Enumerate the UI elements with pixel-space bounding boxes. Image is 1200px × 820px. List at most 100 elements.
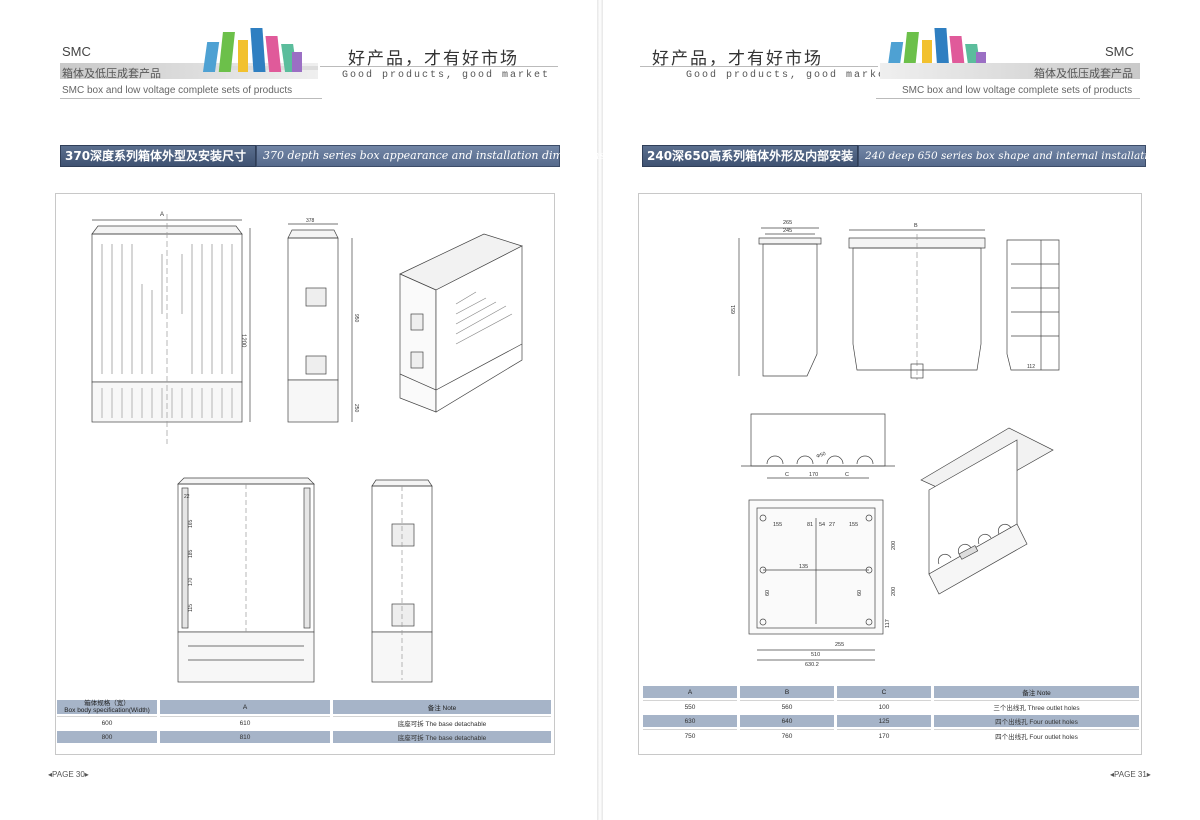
table-cell: 550 [643,700,737,713]
dim-651: 651 [731,305,737,314]
slogan-rule [320,66,558,67]
dim-255: 255 [835,642,844,648]
dim-a-label: A [160,212,164,218]
table-cell: 100 [837,700,931,713]
table-cell: 760 [740,729,834,742]
section-title-en: 240 deep 650 series box shape and intern… [858,145,1200,167]
city-logo-icon [198,28,318,72]
table-cell: 630 [643,715,737,727]
internal-side-view [371,479,433,683]
table-cell: 640 [740,715,834,727]
dim-265: 265 [783,220,792,226]
table-cell: 810 [160,731,330,743]
box-370-drawings: A 1200 378 950 250 [91,212,523,683]
header-cell: A [643,686,737,698]
table-cell: 三个出线孔 Three outlet holes [934,700,1139,713]
dim-60-right: 60 [857,590,863,596]
dim-245: 245 [783,228,792,234]
dim-185: 185 [188,549,194,558]
table-cell: 四个出线孔 Four outlet holes [934,715,1139,727]
next-arrow-icon: ▸ [1146,770,1151,779]
front-view [848,229,986,380]
table-header-row: 箱体规格（宽） Box body specification(Width) A … [57,700,551,714]
dim-155-right: 155 [849,522,858,528]
dim-155-left: 155 [773,522,782,528]
header-cell: 备注 Note [934,686,1139,698]
next-arrow-icon: ▸ [84,770,89,779]
drawing-panel [638,193,1142,755]
section-title-cn: 370深度系列箱体外型及安装尺寸 [60,145,256,167]
slogan-cn: 好产品，才有好市场 [348,49,519,69]
header-cell: B [740,686,834,698]
prev-arrow-icon: ◂ [48,770,53,779]
side-view [287,223,353,423]
dim-22: 22 [184,494,190,500]
dim-81: 81 [807,522,813,528]
dim-c-right: C [845,472,849,478]
table-cell: 560 [740,700,834,713]
header-band [880,63,1140,79]
subtitle-cn: 箱体及低压成套产品 [62,67,161,80]
box-240-drawings: 265 245 651 B 112 Φ5 [731,220,1060,668]
dim-510: 510 [811,652,820,658]
header-rule [876,98,1140,99]
slogan-en: Good products, good market [342,70,551,81]
page-number: ◂PAGE 31▸ [1110,770,1151,779]
table-row: 600 610 底座可拆 The base detachable [57,716,551,729]
mounting-plate-view [748,499,884,661]
table-cell: 底座可拆 The base detachable [333,731,551,743]
isometric-view [920,427,1054,595]
dim-hole-label: Φ50 [816,451,827,460]
dim-60-left: 60 [765,590,771,596]
dim-630-2: 630.2 [805,662,819,668]
dim-c-left: C [785,472,789,478]
dim-170: 170 [188,577,194,586]
header-cell: A [160,700,330,714]
table-row: 550 560 100 三个出线孔 Three outlet holes [643,700,1139,713]
dim-side-height: 950 [353,314,359,323]
page-number: ◂PAGE 30▸ [48,770,89,779]
table-cell: 170 [837,729,931,742]
dim-200-b: 200 [891,587,897,596]
slogan-en: Good products, good market [686,70,895,81]
header-cell: C [837,686,931,698]
table-header-row: A B C 备注 Note [643,686,1139,698]
base-view [741,413,895,479]
table-cell: 600 [57,716,157,729]
book-spine [597,0,603,820]
header-cell: 备注 Note [333,700,551,714]
internal-side-view [1006,239,1060,371]
dim-base-height: 250 [353,404,359,413]
table-cell: 四个出线孔 Four outlet holes [934,729,1139,742]
dim-165: 165 [188,519,194,528]
dim-170: 170 [809,472,818,478]
prev-arrow-icon: ◂ [1110,770,1115,779]
table-cell: 800 [57,731,157,743]
dim-side-width: 378 [306,218,315,224]
side-view [738,227,822,377]
header-rule [60,98,322,99]
table-cell: 125 [837,715,931,727]
table-cell: 610 [160,716,330,729]
table-row: 800 810 底座可拆 The base detachable [57,731,551,743]
spec-table-240: A B C 备注 Note 550 560 100 三个出线孔 Three ou… [640,684,1142,744]
table-row: 630 640 125 四个出线孔 Four outlet holes [643,715,1139,727]
dim-54: 54 [819,522,825,528]
dim-115: 115 [188,604,194,612]
dim-27: 27 [829,522,835,528]
header-cell: 箱体规格（宽） Box body specification(Width) [57,700,157,714]
subtitle-en: SMC box and low voltage complete sets of… [902,85,1133,96]
dim-112: 112 [1027,364,1035,370]
internal-front-view [177,477,315,683]
subtitle-en: SMC box and low voltage complete sets of… [62,85,293,96]
brand-name: SMC [1105,44,1134,59]
isometric-view [399,233,523,413]
table-cell: 底座可拆 The base detachable [333,716,551,729]
table-row: 750 760 170 四个出线孔 Four outlet holes [643,729,1139,742]
table-cell: 750 [643,729,737,742]
subtitle-cn: 箱体及低压成套产品 [1034,67,1133,80]
slogan-rule [640,66,878,67]
dim-height-label: 1200 [240,334,246,348]
slogan-cn: 好产品，才有好市场 [652,49,823,69]
dim-200-a: 200 [891,541,897,550]
